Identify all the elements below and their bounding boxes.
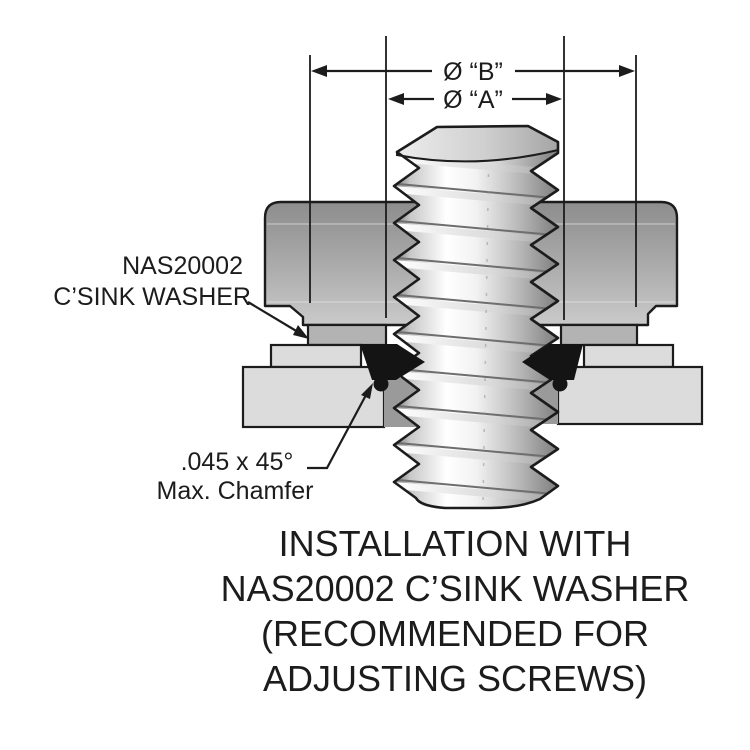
- arrowhead-icon: [361, 383, 373, 399]
- top-sheet-right: [582, 343, 675, 369]
- washer-leader-line: [247, 301, 299, 333]
- dim-b-label: Ø “B”: [443, 58, 503, 86]
- chamfer-label-line2: Max. Chamfer: [157, 477, 314, 505]
- csink-washer-right: [559, 323, 639, 347]
- base-plate-left: [241, 365, 386, 429]
- dimension-a: Ø “A”: [388, 86, 562, 114]
- top-sheet-left: [269, 343, 363, 369]
- countersink-chamfer: [360, 344, 583, 392]
- extension-lines: [309, 36, 637, 320]
- caption-line2: NAS20002 C’SINK WASHER: [221, 568, 690, 609]
- chamfer-wedge-right: [522, 344, 583, 380]
- thread-root-lines: [397, 183, 555, 495]
- arrow-right-icon: [546, 93, 562, 105]
- washer-label-line1: NAS20002: [122, 252, 243, 280]
- dimension-b: Ø “B”: [311, 58, 635, 86]
- caption-line3: (RECOMMENDED FOR: [261, 613, 649, 654]
- chamfer-blob-right: [552, 376, 568, 392]
- screw-thread: [392, 124, 560, 510]
- washer-callout: NAS20002 C’SINK WASHER: [53, 252, 309, 339]
- csink-washer-section: [306, 323, 639, 347]
- caption: INSTALLATION WITH NAS20002 C’SINK WASHER…: [221, 523, 690, 699]
- washer-label-line2: C’SINK WASHER: [53, 283, 251, 311]
- arrowhead-icon: [293, 325, 309, 339]
- chamfer-label-line1: .045 x 45°: [181, 448, 294, 476]
- caption-line4: ADJUSTING SCREWS): [263, 658, 647, 699]
- base-plate-right: [556, 365, 704, 426]
- arrow-left-icon: [388, 93, 404, 105]
- chamfer-callout: .045 x 45° Max. Chamfer: [157, 383, 373, 505]
- work-sheets: [241, 343, 704, 429]
- dim-a-label: Ø “A”: [443, 86, 503, 114]
- caption-line1: INSTALLATION WITH: [279, 523, 632, 564]
- chamfer-wedge-left: [360, 344, 425, 380]
- chamfer-blob-left: [373, 376, 389, 392]
- arrow-left-icon: [311, 65, 327, 77]
- csink-washer-left: [306, 323, 388, 347]
- arrow-right-icon: [619, 65, 635, 77]
- chamfer-leader-line: [307, 394, 367, 470]
